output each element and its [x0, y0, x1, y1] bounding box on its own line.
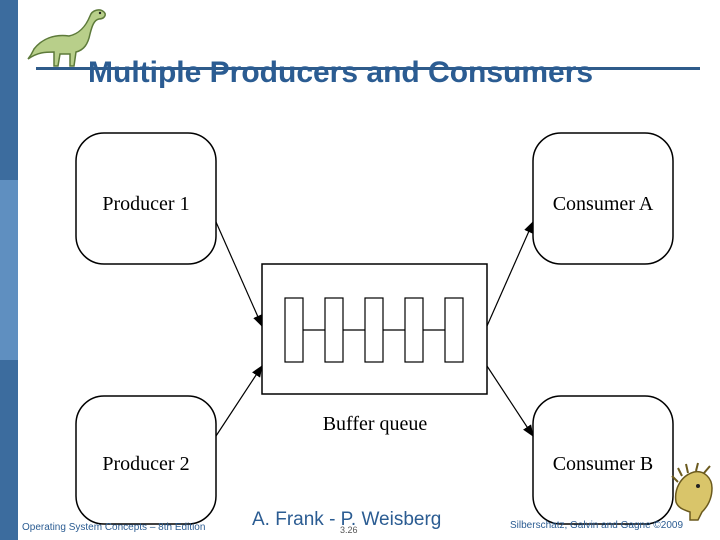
arrow-buffer-to-consumerB — [486, 365, 534, 438]
footer-author: A. Frank - P. Weisberg — [252, 509, 442, 530]
page-number: 3.26 — [340, 525, 358, 535]
buffer-queue-box — [261, 263, 488, 395]
arrow-producer1-to-buffer — [215, 221, 263, 328]
consumer-a-box: Consumer A — [532, 132, 674, 265]
producer-1-box: Producer 1 — [75, 132, 217, 265]
dinosaur-icon — [27, 9, 106, 67]
sidebar-segment — [0, 180, 18, 360]
buffer-slot — [324, 297, 344, 363]
buffer-slot — [444, 297, 464, 363]
buffer-slot — [284, 297, 304, 363]
buffer-slot — [364, 297, 384, 363]
footer-left: Operating System Concepts – 8th Edition — [22, 522, 206, 533]
consumer-a-label: Consumer A — [553, 193, 654, 215]
consumer-b-box: Consumer B — [532, 395, 674, 525]
title-rule — [36, 67, 700, 70]
producer-1-label: Producer 1 — [102, 193, 189, 215]
consumer-b-label: Consumer B — [553, 453, 654, 475]
sidebar-stripe — [0, 0, 18, 540]
producer-2-label: Producer 2 — [102, 453, 189, 475]
footer-copyright: Silberschatz, Galvin and Gagne ©2009 — [510, 520, 684, 531]
slide-title: Multiple Producers and Consumers — [88, 56, 594, 89]
arrow-buffer-to-consumerA — [486, 220, 534, 327]
buffer-slot — [404, 297, 424, 363]
arrow-producer2-to-buffer — [215, 364, 263, 437]
producer-2-box: Producer 2 — [75, 395, 217, 525]
dinosaur-head-icon — [671, 462, 713, 521]
buffer-queue-label: Buffer queue — [323, 413, 428, 435]
